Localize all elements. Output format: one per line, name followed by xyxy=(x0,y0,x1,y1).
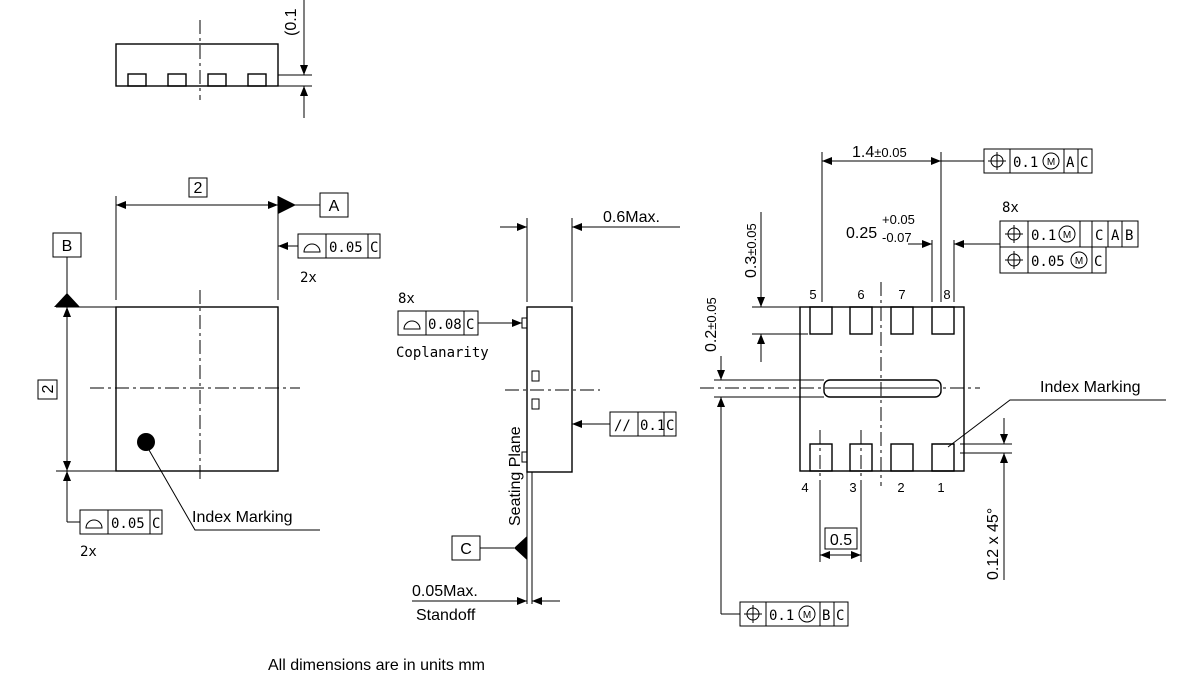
svg-text:M: M xyxy=(1063,230,1071,241)
pin-label-1: 1 xyxy=(937,480,944,495)
mmc-modifier-icon xyxy=(1070,251,1088,269)
seating-plane-label: Seating Plane xyxy=(507,426,524,526)
index-leader xyxy=(148,449,320,531)
bottom-index-label: Index Marking xyxy=(1040,379,1141,396)
svg-text:0.05: 0.05 xyxy=(329,240,363,256)
datum-c-label: C xyxy=(460,541,472,558)
partial-body-outline xyxy=(115,43,279,87)
standoff-value: 0.05Max. xyxy=(412,583,478,600)
pitch-dimension: 1.4±0.05 xyxy=(852,144,907,161)
pin-label-8: 8 xyxy=(943,287,950,302)
svg-text:B: B xyxy=(1125,228,1133,244)
datum-b-label: B xyxy=(62,238,73,255)
svg-text:C: C xyxy=(1095,228,1103,244)
position-symbol-icon xyxy=(744,605,762,623)
position-callout-bottom: 0.1 M B C xyxy=(739,601,849,627)
mmc-modifier-icon xyxy=(1042,152,1060,170)
svg-text:M: M xyxy=(1047,157,1055,168)
svg-text:B: B xyxy=(822,608,830,624)
pad-length-dimension: 0.3±0.05 xyxy=(743,223,760,278)
position-callout-pad-2: 0.05 M C xyxy=(999,246,1107,274)
index-dot xyxy=(137,433,155,451)
mmc-modifier-icon xyxy=(798,605,816,623)
svg-text:0.08: 0.08 xyxy=(428,317,462,333)
parallelism-symbol-icon: // xyxy=(614,418,631,434)
svg-text:C: C xyxy=(666,418,674,434)
coplanarity-callout: 0.08 C xyxy=(397,310,479,336)
parallelism-callout: // 0.1 C xyxy=(609,411,677,437)
coplanarity-count: 8x xyxy=(398,291,415,307)
bottom-view: 5 6 7 8 4 3 2 1 1.4±0.05 0.1 M A xyxy=(700,144,1166,627)
top-view-body xyxy=(115,306,279,472)
bottom-body xyxy=(799,306,965,472)
thickness-dimension: 0.6Max. xyxy=(603,209,660,226)
pad-width-lower-tol: -0.07 xyxy=(882,230,912,245)
position-symbol-icon xyxy=(1005,251,1023,269)
svg-text:C: C xyxy=(370,240,378,256)
pad-width-dimension: 0.25 xyxy=(846,225,877,242)
datum-a-label: A xyxy=(329,198,340,215)
standoff-label: Standoff xyxy=(416,607,476,624)
svg-text:M: M xyxy=(803,610,811,621)
chamfer-dimension: 0.12 x 45° xyxy=(985,508,1002,580)
svg-text:C: C xyxy=(1094,254,1102,270)
bottom-index-leader xyxy=(947,399,1166,448)
svg-text:0.1: 0.1 xyxy=(1013,155,1038,171)
top-view: 2 A 0.05 C 2x B 2 xyxy=(37,177,381,560)
footer-note: All dimensions are in units mm xyxy=(268,657,485,674)
flatness-symbol-icon xyxy=(85,519,103,529)
svg-text:C: C xyxy=(1080,155,1088,171)
pin-label-6: 6 xyxy=(857,287,864,302)
index-label: Index Marking xyxy=(192,509,293,526)
flatness-top-count: 2x xyxy=(300,270,317,286)
pads-bottom xyxy=(809,443,955,472)
svg-text:C: C xyxy=(466,317,474,333)
pin-label-5: 5 xyxy=(809,287,816,302)
partial-pads xyxy=(127,73,267,87)
svg-text:0.05: 0.05 xyxy=(111,516,145,532)
pin-label-7: 7 xyxy=(898,287,905,302)
side-body xyxy=(526,306,573,473)
width-dimension: 2 xyxy=(194,180,203,197)
pin-label-3: 3 xyxy=(849,480,856,495)
svg-text:0.1: 0.1 xyxy=(769,608,794,624)
pad-1-chamfered xyxy=(931,443,955,472)
top-partial-view: (0.1 xyxy=(115,0,312,118)
flatness-bottom-count: 2x xyxy=(80,544,97,560)
svg-text:M: M xyxy=(1075,256,1083,267)
pin-label-2: 2 xyxy=(897,480,904,495)
pads-top xyxy=(809,306,955,335)
height-dimension: 2 xyxy=(40,384,57,393)
datum-a-box xyxy=(319,192,349,218)
mmc-modifier-icon xyxy=(1058,225,1076,243)
center-slot xyxy=(823,379,942,398)
position-symbol-icon xyxy=(988,152,1006,170)
position-callout-top: 0.1 M A C xyxy=(983,148,1093,174)
flatness-callout-bottom: 0.05 C xyxy=(79,509,163,535)
pin-label-4: 4 xyxy=(801,480,808,495)
coplanarity-label: Coplanarity xyxy=(396,345,489,361)
pad-width-upper-tol: +0.05 xyxy=(882,212,915,227)
svg-text:C: C xyxy=(152,516,160,532)
svg-text:A: A xyxy=(1111,228,1120,244)
flatness-symbol-icon xyxy=(303,243,321,253)
svg-text:0.05: 0.05 xyxy=(1031,254,1065,270)
svg-text:A: A xyxy=(1066,155,1075,171)
flatness-symbol-icon xyxy=(403,320,421,330)
pad-position-count: 8x xyxy=(1002,200,1019,216)
svg-text:0.1: 0.1 xyxy=(1031,228,1056,244)
svg-text:0.1: 0.1 xyxy=(640,418,665,434)
flatness-callout-top: 0.05 C xyxy=(297,233,381,259)
slot-width-dimension: 0.2±0.05 xyxy=(703,297,720,352)
partial-dim-label: (0.1 xyxy=(283,8,300,36)
side-view: 0.6Max. 8x 0.08 C Coplanarity // 0.1 C S… xyxy=(396,209,680,624)
svg-text:C: C xyxy=(836,608,844,624)
pad-pitch-dimension: 0.5 xyxy=(830,532,852,549)
position-callout-pad-1: 0.1 M C A B xyxy=(999,220,1139,248)
position-symbol-icon xyxy=(1005,225,1023,243)
